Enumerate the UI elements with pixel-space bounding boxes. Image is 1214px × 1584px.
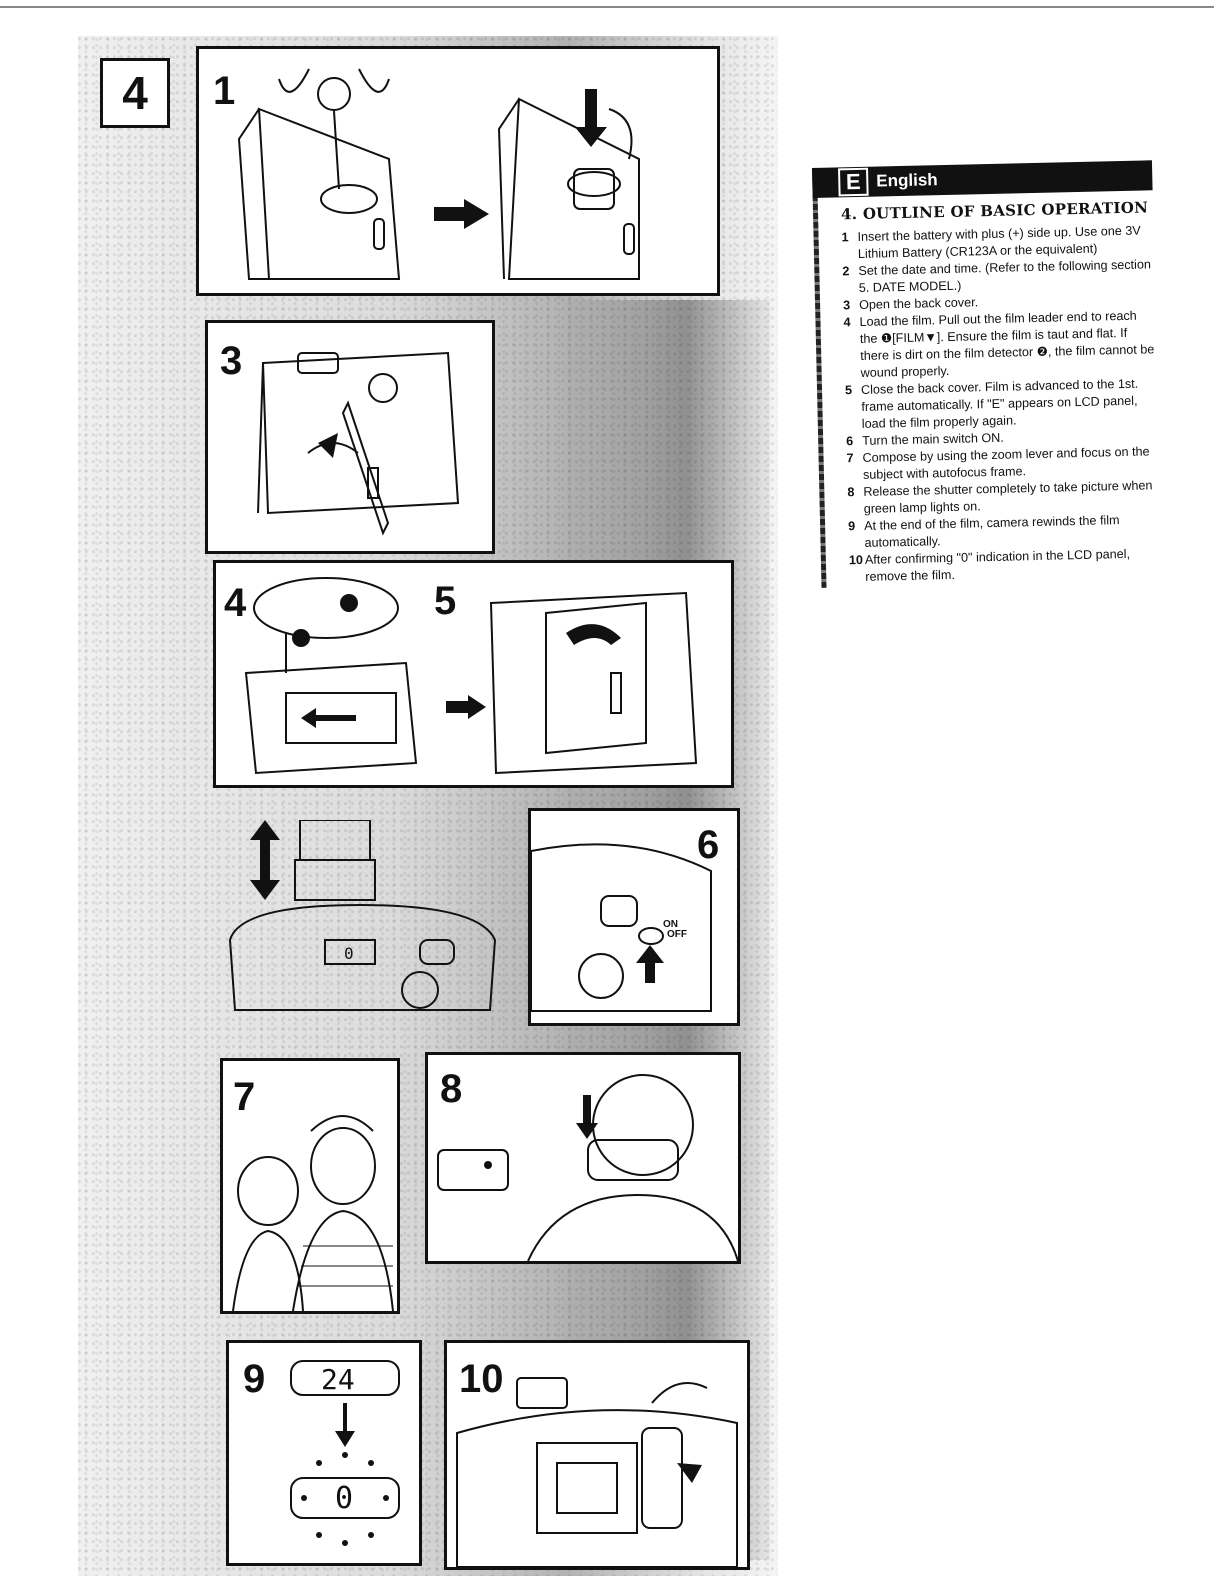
- film-counter-illustration: [290, 1360, 400, 1546]
- panel-step-8-label: 8: [440, 1067, 463, 1111]
- load-film-illustration: [244, 577, 698, 775]
- top-rule: [0, 6, 1214, 8]
- lcd-before-counter: 24: [321, 1363, 355, 1396]
- panel-step-4-label: 4: [224, 581, 247, 625]
- panel-step-6: 6 ON OFF: [528, 808, 740, 1026]
- panel-step-9: 9 24 0: [226, 1340, 422, 1566]
- compose-subjects-illustration: [232, 1115, 394, 1311]
- language-name: English: [876, 170, 938, 191]
- lcd-after-counter: 0: [335, 1481, 354, 1516]
- battery-insert-illustration: [237, 68, 640, 280]
- language-header-bar: E English: [812, 160, 1153, 198]
- switch-off-label: OFF: [667, 929, 687, 940]
- section-number-box: 4: [100, 58, 170, 128]
- panel-step-10-label: 10: [459, 1357, 504, 1401]
- remove-film-illustration: [456, 1377, 738, 1567]
- panel-step-4-5: 4 5: [213, 560, 734, 788]
- zoom-lcd-text: 0: [344, 944, 354, 963]
- instruction-text-column: E English 4. OUTLINE OF BASIC OPERATION …: [812, 160, 1161, 588]
- panel-step-1: 1: [196, 46, 720, 296]
- open-back-cover-illustration: [257, 351, 460, 536]
- zoom-camera-illustration: 0: [228, 820, 497, 1011]
- panel-step-1-label: 1: [213, 69, 236, 113]
- main-switch-illustration: [531, 843, 712, 1012]
- switch-on-label: ON: [663, 919, 678, 930]
- release-shutter-illustration: [437, 1074, 738, 1261]
- language-letter-badge: E: [838, 167, 869, 197]
- panel-step-3-label: 3: [220, 339, 243, 383]
- text-side-rule: [812, 167, 827, 588]
- section-title: 4. OUTLINE OF BASIC OPERATION: [840, 198, 1149, 224]
- panel-step-10: 10: [444, 1340, 750, 1570]
- panel-step-3: 3: [205, 320, 495, 554]
- panel-step-5-label: 5: [434, 579, 457, 623]
- section-number: 4: [122, 67, 148, 119]
- panel-step-6-label: 6: [697, 823, 720, 867]
- panel-step-7: 7: [220, 1058, 400, 1314]
- panel-step-7-label: 7: [233, 1075, 256, 1119]
- panel-step-9-label: 9: [243, 1357, 266, 1401]
- panel-step-8: 8: [425, 1052, 741, 1264]
